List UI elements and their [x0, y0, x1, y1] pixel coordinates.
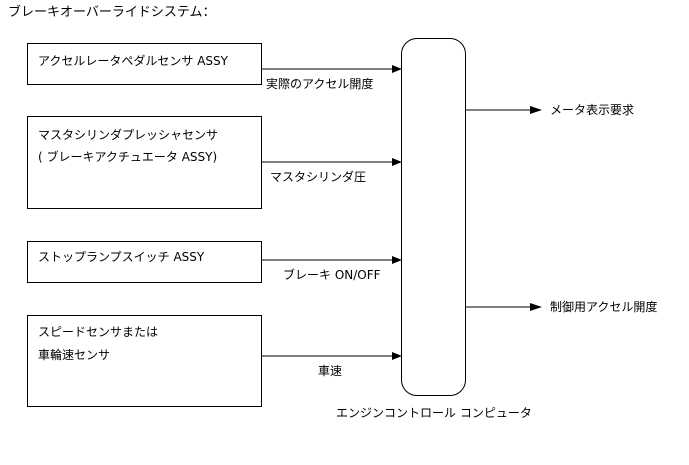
- input-box-accelerator-pedal-sensor: アクセルレータペダルセンサ ASSY: [27, 43, 262, 85]
- output-label-control-accelerator-opening: 制御用アクセル開度: [550, 300, 658, 314]
- signal-arrow-head: [392, 158, 402, 166]
- output-arrow-head: [530, 303, 542, 311]
- input-box-master-cylinder-pressure-sensor: マスタシリンダプレッシャセンサ ( ブレーキアクチュエータ ASSY): [27, 116, 262, 209]
- engine-control-computer-box: [401, 38, 466, 396]
- signal-label-brake-on-off: ブレーキ ON/OFF: [283, 268, 381, 282]
- output-label-meter-display-request: メータ表示要求: [550, 103, 635, 117]
- output-arrow-head: [530, 106, 542, 114]
- diagram-title: ブレーキオーバーライドシステム：: [8, 5, 216, 20]
- signal-arrow-head: [392, 352, 402, 360]
- signal-label-master-cylinder-pressure: マスタシリンダ圧: [270, 170, 367, 184]
- input-box-speed-sensor: スピードセンサまたは 車輪速センサ: [27, 315, 262, 407]
- input-box-label: アクセルレータペダルセンサ ASSY: [38, 54, 228, 68]
- input-box-stop-lamp-switch: ストップランプスイッチ ASSY: [27, 241, 262, 283]
- signal-arrow-head: [392, 256, 402, 264]
- engine-control-computer-label: エンジンコントロール コンピュータ: [336, 406, 532, 420]
- input-box-label: スピードセンサまたは: [38, 325, 159, 339]
- input-box-label: ( ブレーキアクチュエータ ASSY): [38, 150, 218, 164]
- signal-arrow-head: [392, 65, 402, 73]
- input-box-label: マスタシリンダプレッシャセンサ: [38, 128, 219, 142]
- signal-label-vehicle-speed: 車速: [318, 364, 343, 378]
- input-box-label: 車輪速センサ: [38, 348, 111, 362]
- input-box-label: ストップランプスイッチ ASSY: [38, 250, 205, 264]
- signal-label-actual-accelerator-opening: 実際のアクセル開度: [266, 77, 374, 91]
